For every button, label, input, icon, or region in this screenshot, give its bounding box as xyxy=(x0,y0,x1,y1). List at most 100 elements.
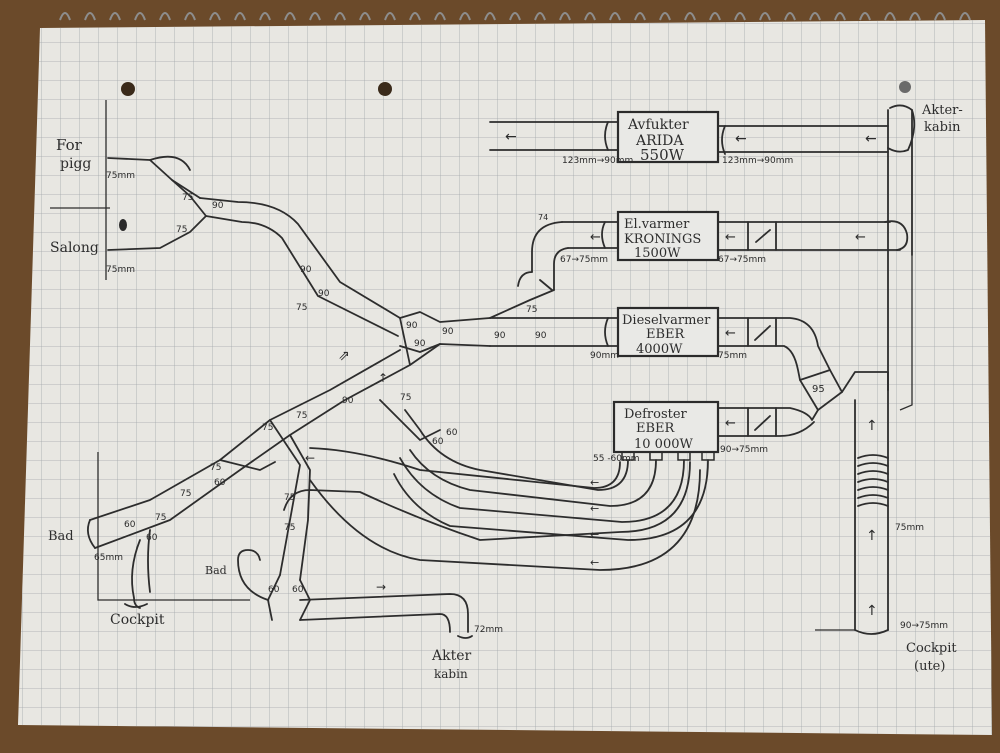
kronings-line2: KRONINGS xyxy=(624,232,701,247)
fitting-labels: 90 90 90 90 90 90 90 90 90 75 75 75 75 7… xyxy=(94,171,547,635)
eber10000-line1: Defroster xyxy=(624,407,688,422)
fitting-90: 90 xyxy=(535,331,547,341)
kronings-out-size: 67→75mm xyxy=(718,255,766,265)
fitting-75: 75 xyxy=(284,493,295,503)
eber10000-line2: EBER xyxy=(636,421,676,436)
fitting-75: 75 xyxy=(284,523,295,533)
outer-frame-line xyxy=(899,255,913,411)
fitting-74: 74 xyxy=(538,213,548,222)
arida-line1: Avfukter xyxy=(627,117,689,133)
akterkabin-main-duct xyxy=(489,104,916,391)
arrow-up-icon: ↑ xyxy=(866,418,878,434)
cockpit-ute-label-1: Cockpit xyxy=(906,641,957,656)
arrow-left-icon: ← xyxy=(725,416,736,431)
eber10000-line3: 10 000W xyxy=(634,437,693,452)
arrow-up-icon: ↑ xyxy=(866,603,878,619)
fitting-75: 75 xyxy=(400,393,411,403)
akter-size: 72mm xyxy=(474,625,503,635)
fitting-60: 60 xyxy=(268,585,280,595)
mark-dot xyxy=(119,219,127,231)
cockpit-label: Cockpit xyxy=(110,612,165,628)
defroster-hoses xyxy=(283,409,709,571)
eber4000-line2: EBER xyxy=(646,327,686,342)
punch-hole xyxy=(899,81,911,93)
eber4000-line3: 4000W xyxy=(636,342,683,357)
outer-frame-line xyxy=(97,100,250,601)
fitting-90: 90 xyxy=(442,327,454,337)
fitting-75: 75 xyxy=(155,513,166,523)
fitting-60: 60 xyxy=(446,428,458,438)
arida-out-size: 123mm→90mm xyxy=(722,156,793,166)
kronings-in-size: 67→75mm xyxy=(560,255,608,265)
fitting-75: 75 xyxy=(296,303,307,313)
fitting-90: 90 xyxy=(212,201,224,211)
central-duct-network xyxy=(86,155,491,639)
bad-left-label: Bad xyxy=(48,529,74,544)
arrow-left-icon: ← xyxy=(590,556,599,569)
arrow-left-icon: ← xyxy=(590,476,599,489)
arrow-left-icon: ← xyxy=(735,131,747,147)
eber4000-in-size: 90mm xyxy=(590,351,619,361)
fitting-90: 90 xyxy=(406,321,418,331)
arrow-right-icon: → xyxy=(376,580,386,594)
fitting-75: 75 xyxy=(296,411,307,421)
spiral-binding xyxy=(59,12,971,21)
arida-line2: ARIDA xyxy=(635,133,684,149)
arrow-up-icon: ⇗ xyxy=(338,348,350,364)
forpigg-label-2: pigg xyxy=(60,156,91,172)
fitting-60: 60 xyxy=(214,478,226,488)
arrow-left-icon: ← xyxy=(590,502,599,515)
punch-hole xyxy=(378,82,392,96)
arida-in-size: 123mm→90mm xyxy=(562,156,633,166)
device-eber4000: Dieselvarmer EBER 4000W xyxy=(616,306,720,358)
cockpit-ute-size: 90→75mm xyxy=(900,621,948,631)
fitting-60: 60 xyxy=(146,533,158,543)
fitting-90: 90 xyxy=(318,289,330,299)
eber10000-out-size: 90→75mm xyxy=(720,445,768,455)
arrow-left-icon: ← xyxy=(590,230,601,245)
fitting-75: 75 xyxy=(176,225,187,235)
device-arida: Avfukter ARIDA 550W xyxy=(616,110,720,164)
forpigg-size: 75mm xyxy=(106,171,135,181)
arrow-up-icon: ↑ xyxy=(866,528,878,544)
device-kronings: El.varmer KRONINGS 1500W xyxy=(616,210,720,262)
fitting-75: 75 xyxy=(182,193,193,203)
device-eber10000: Defroster EBER 10 000W xyxy=(612,400,720,461)
arrow-left-icon: ← xyxy=(855,230,866,245)
salong-label: Salong xyxy=(50,240,99,256)
forpigg-label-1: For xyxy=(56,136,83,154)
fitting-75: 75 xyxy=(262,423,273,433)
kronings-line1: El.varmer xyxy=(624,217,690,232)
fitting-60: 60 xyxy=(292,585,304,595)
bad-mid-label: Bad xyxy=(205,564,227,577)
fitting-60: 60 xyxy=(124,520,136,530)
eber4000-out-size: 75mm xyxy=(718,351,747,361)
fitting-75: 75 xyxy=(210,463,221,473)
fitting-75: 75 xyxy=(526,305,537,315)
akterkabin-bottom-label-2: kabin xyxy=(434,667,468,681)
arrow-up-icon: ↑ xyxy=(378,371,388,385)
akterkabin-bottom-label-1: Akter xyxy=(431,648,472,664)
eber10000-ducts xyxy=(717,389,889,635)
salong-size: 75mm xyxy=(106,265,135,275)
tube-size: 75mm xyxy=(895,523,924,533)
eber4000-line1: Dieselvarmer xyxy=(622,313,711,328)
fitting-90: 90 xyxy=(300,265,312,275)
akterkabin-top-label-2: kabin xyxy=(924,120,961,135)
arrow-left-icon: ← xyxy=(725,230,736,245)
arrow-left-icon: ← xyxy=(590,528,599,541)
kronings-line3: 1500W xyxy=(634,246,681,261)
fitting-90: 90 xyxy=(342,396,354,406)
location-labels: Akter- kabin For pigg Salong Bad Bad Coc… xyxy=(48,103,963,681)
eber10000-in-size: 55 -60mm xyxy=(593,454,640,464)
fitting-60: 60 xyxy=(432,437,444,447)
fitting-95: 95 xyxy=(812,384,825,395)
arrow-left-icon: ← xyxy=(305,451,315,465)
fitting-75: 75 xyxy=(180,489,191,499)
cockpit-ute-label-2: (ute) xyxy=(914,659,945,674)
arrow-left-icon: ← xyxy=(505,129,517,145)
arrow-left-icon: ← xyxy=(865,131,877,147)
punch-hole xyxy=(121,82,135,96)
